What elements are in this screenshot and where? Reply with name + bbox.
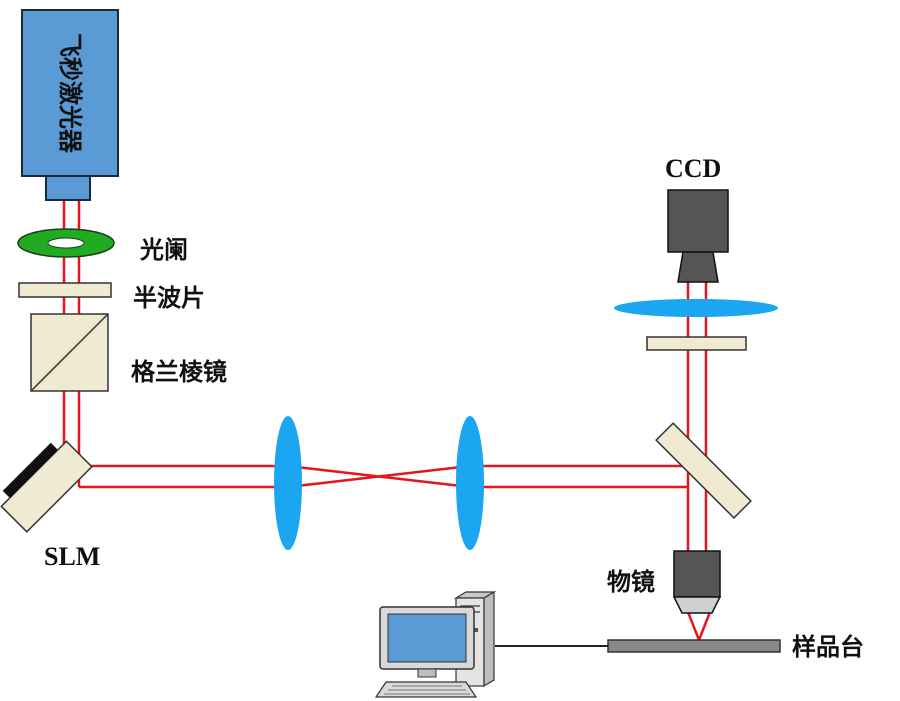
half-wave-plate-label: 半波片 bbox=[133, 284, 205, 312]
aperture bbox=[17, 228, 115, 258]
dichroic-mirror bbox=[655, 422, 752, 519]
lens-2 bbox=[456, 416, 484, 550]
sample-stage-label: 样品台 bbox=[792, 633, 864, 661]
aperture-label: 光阑 bbox=[139, 236, 188, 264]
computer-icon bbox=[374, 590, 497, 698]
tube-lens bbox=[614, 299, 778, 317]
slm bbox=[0, 440, 93, 533]
laser-label: 飞秒激光器 bbox=[56, 33, 84, 154]
ccd-camera bbox=[667, 189, 729, 283]
right-optic-plate bbox=[646, 336, 747, 351]
glan-prism bbox=[30, 313, 109, 392]
femtosecond-laser: 飞秒激光器 bbox=[21, 9, 119, 201]
half-wave-plate bbox=[18, 282, 112, 298]
objective-lens bbox=[672, 550, 722, 614]
objective-label: 物镜 bbox=[607, 568, 655, 596]
slm-label: SLM bbox=[44, 542, 100, 571]
lens-1 bbox=[274, 416, 302, 550]
glan-prism-label: 格兰棱镜 bbox=[131, 358, 227, 386]
ccd-label: CCD bbox=[665, 154, 721, 183]
sample-stage bbox=[607, 639, 781, 653]
